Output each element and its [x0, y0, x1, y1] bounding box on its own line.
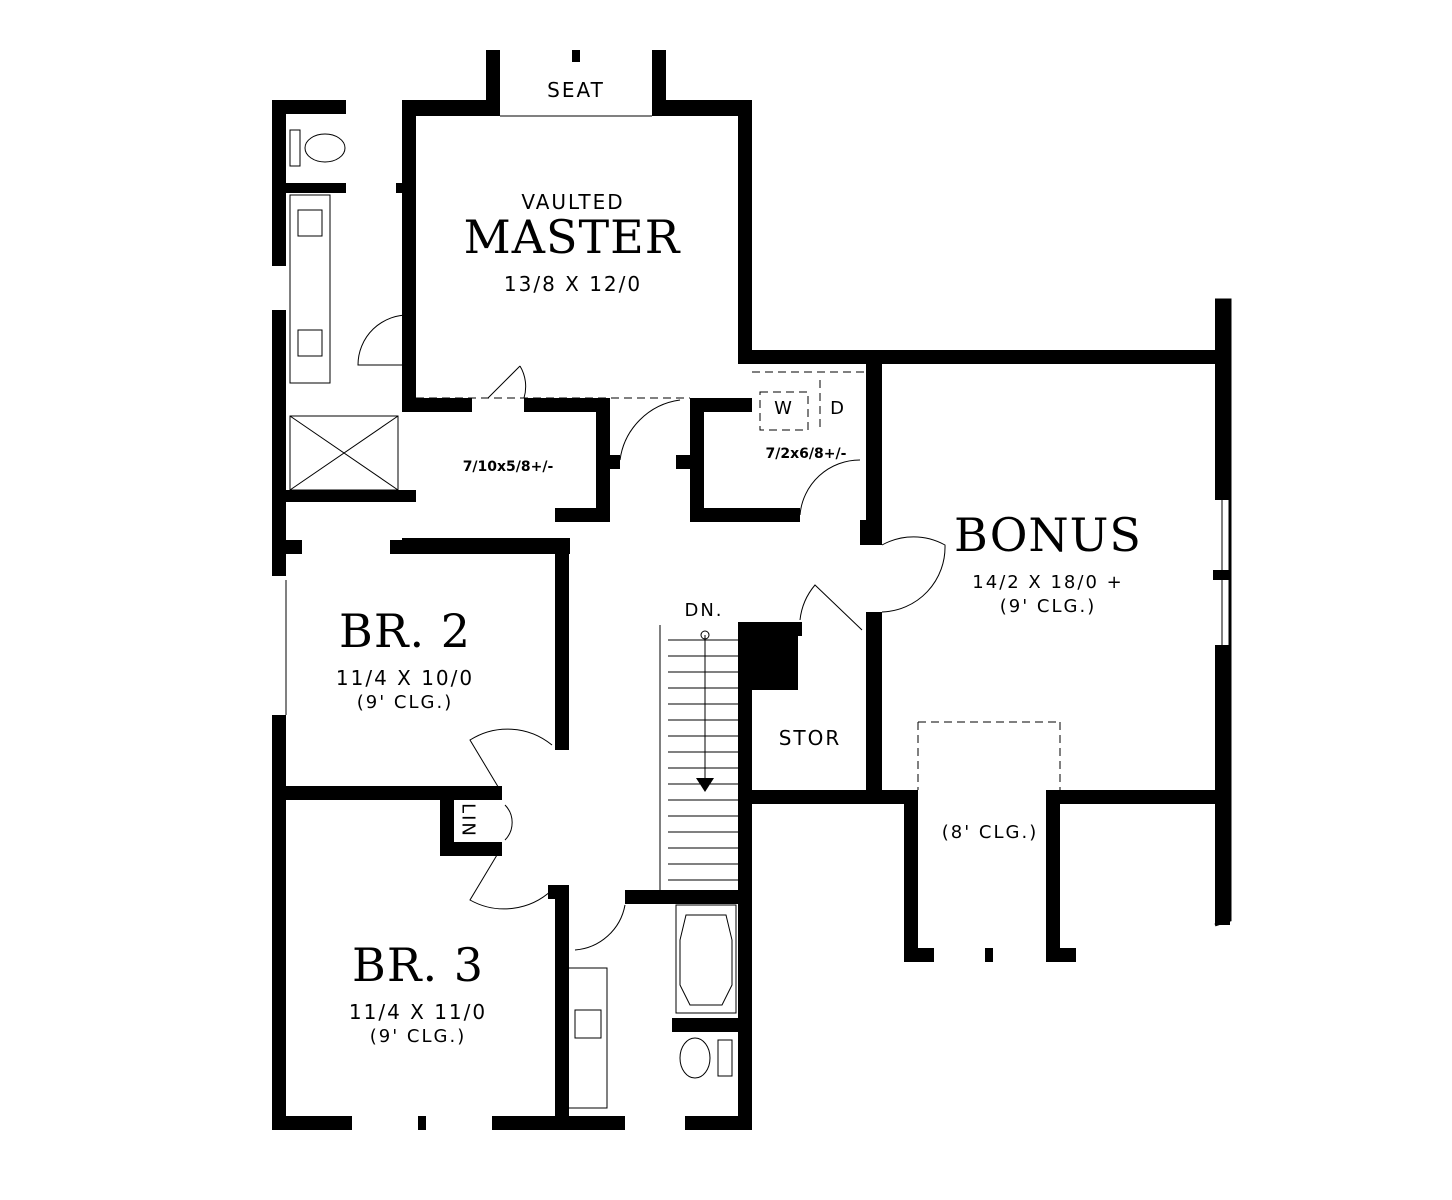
master-size: 13/8 X 12/0 — [503, 272, 643, 296]
br3-size: 11/4 X 11/0 — [348, 1000, 488, 1024]
washer-label: W — [774, 398, 794, 419]
linen-label: LIN — [457, 803, 479, 838]
br2-size: 11/4 X 10/0 — [335, 666, 475, 690]
stairs-down-label: DN. — [684, 600, 724, 621]
br3-ceiling: (9' CLG.) — [369, 1026, 467, 1047]
fixtures — [285, 115, 1232, 1109]
br3-name: BR. 3 — [352, 938, 484, 992]
master-prefix: VAULTED — [521, 190, 625, 214]
alcove-ceiling: (8' CLG.) — [941, 822, 1039, 843]
br2-name: BR. 2 — [339, 604, 471, 658]
bonus-size: 14/2 X 18/0 + — [972, 572, 1124, 593]
bonus-ceiling: (9' CLG.) — [999, 596, 1097, 617]
storage-label: STOR — [778, 726, 842, 750]
dryer-label: D — [830, 398, 846, 419]
seat-label: SEAT — [547, 78, 605, 102]
walls — [272, 50, 1230, 1130]
master-name: MASTER — [463, 210, 681, 264]
br2-ceiling: (9' CLG.) — [356, 692, 454, 713]
walk-in-closet-size: 7/10x5/8+/- — [462, 459, 554, 475]
bonus-name: BONUS — [954, 508, 1142, 562]
laundry-size: 7/2x6/8+/- — [765, 446, 847, 462]
